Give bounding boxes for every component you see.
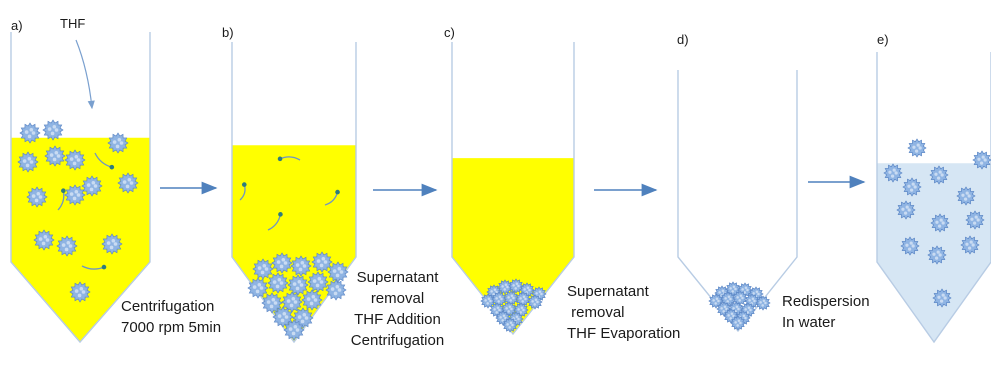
nanoparticle-icon xyxy=(755,295,771,311)
note-line: removal xyxy=(370,290,425,307)
nanoparticle-icon xyxy=(252,258,274,280)
nanoparticle-icon xyxy=(42,119,64,141)
nanoparticle-icon xyxy=(896,200,916,220)
polymer-chain-icon xyxy=(239,182,247,201)
tube-e xyxy=(876,52,991,344)
note-thf-evaporation: Supernatant removal THF Evaporation xyxy=(567,281,680,344)
note-line: Centrifugation xyxy=(121,298,215,315)
nanoparticle-icon xyxy=(247,277,269,299)
nanoparticle-icon xyxy=(708,293,724,309)
tube-a xyxy=(10,32,151,344)
nanoparticle-icon xyxy=(900,236,920,256)
nanoparticle-icon xyxy=(929,165,949,185)
tube-fill xyxy=(11,137,150,342)
step-label-a: a) xyxy=(11,18,23,33)
tube-b xyxy=(231,42,357,344)
note-line: In water xyxy=(782,314,836,331)
note-line: Supernatant xyxy=(567,283,649,300)
nanoparticle-icon xyxy=(515,291,531,307)
polymer-chain-icon xyxy=(94,152,115,170)
nanoparticle-icon xyxy=(902,177,922,197)
nanoparticle-icon xyxy=(927,245,947,265)
nanoparticle-icon xyxy=(502,317,518,333)
nanoparticle-icon xyxy=(33,229,55,251)
step-label-b: b) xyxy=(222,25,234,40)
tube-fill xyxy=(452,158,574,334)
nanoparticle-icon xyxy=(508,278,524,294)
nanoparticle-icon xyxy=(503,290,519,306)
nanoparticle-icon xyxy=(44,145,66,167)
nanoparticle-icon xyxy=(272,306,294,328)
nanoparticle-icon xyxy=(301,289,323,311)
nanoparticle-icon xyxy=(26,186,48,208)
step-label-d: d) xyxy=(677,32,689,47)
nanoparticle-icon xyxy=(307,271,329,293)
nanoparticle-icon xyxy=(907,138,927,158)
note-line: 7000 rpm 5min xyxy=(121,319,222,336)
note-line: Redispersion xyxy=(782,293,870,310)
step-label-c: c) xyxy=(444,25,455,40)
nanoparticle-icon xyxy=(311,251,333,273)
nanoparticle-icon xyxy=(107,132,129,154)
nanoparticle-icon xyxy=(883,163,903,183)
tube-fill xyxy=(232,145,356,342)
nanoparticle-icon xyxy=(527,294,543,310)
note-centrifugation: Centrifugation 7000 rpm 5min xyxy=(121,296,221,338)
tube-outline xyxy=(10,32,151,344)
nanoparticle-icon xyxy=(19,122,41,144)
nanoparticle-icon xyxy=(327,261,349,283)
nanoparticle-icon xyxy=(56,235,78,257)
tubes-layer xyxy=(10,32,991,344)
nanoparticle-icon xyxy=(261,292,283,314)
nanoparticle-icon xyxy=(283,319,305,341)
nanoparticle-icon xyxy=(932,288,952,308)
nanoparticle-icon xyxy=(117,172,139,194)
tube-c xyxy=(451,42,575,336)
tube-outline xyxy=(876,52,991,344)
note-line: Supernatant xyxy=(356,269,439,286)
nanoparticle-icon xyxy=(972,150,991,170)
polymer-chain-icon xyxy=(81,264,107,270)
nanoparticle-icon xyxy=(513,302,529,318)
polymer-chain-icon xyxy=(57,188,66,211)
tube-d xyxy=(677,70,798,333)
nanoparticle-icon xyxy=(730,315,746,331)
step-label-e: e) xyxy=(877,32,889,47)
tube-outline xyxy=(231,42,357,344)
nanoparticle-icon xyxy=(287,274,309,296)
nanoparticle-icon xyxy=(491,291,507,307)
note-line: removal xyxy=(567,304,625,321)
note-redispersion: Redispersion In water xyxy=(782,291,870,333)
polymer-chain-icon xyxy=(277,156,301,162)
note-line: THF Addition xyxy=(354,311,441,328)
nanoparticle-icon xyxy=(960,235,980,255)
nanoparticle-icon xyxy=(64,184,86,206)
tube-outline xyxy=(451,42,575,336)
nanoparticle-icon xyxy=(81,175,103,197)
nanoparticle-icon xyxy=(290,255,312,277)
note-line: THF Evaporation xyxy=(567,325,681,342)
tube-outline xyxy=(677,70,798,333)
nanoparticle-icon xyxy=(64,149,86,171)
pipette-arrow-icon xyxy=(75,39,95,110)
polymer-chain-icon xyxy=(324,189,340,206)
nanoparticle-icon xyxy=(930,213,950,233)
note-line: Centrifugation xyxy=(350,332,445,349)
nanoparticle-icon xyxy=(281,291,303,313)
polymer-chain-icon xyxy=(267,212,283,231)
thf-label: THF xyxy=(60,16,86,31)
nanoparticle-icon xyxy=(732,290,748,306)
nanoparticle-icon xyxy=(965,210,985,230)
arrows-layer xyxy=(160,175,866,197)
nanoparticle-icon xyxy=(956,186,976,206)
note-thf-addition: Supernatant removal THF Addition Centrif… xyxy=(340,267,455,351)
nanoparticle-icon xyxy=(17,151,39,173)
nanoparticle-icon xyxy=(325,279,347,301)
nanoparticle-icon xyxy=(69,281,91,303)
nanoparticle-icon xyxy=(271,252,293,274)
nanoparticle-icon xyxy=(101,233,123,255)
nanoparticle-icon xyxy=(267,272,289,294)
